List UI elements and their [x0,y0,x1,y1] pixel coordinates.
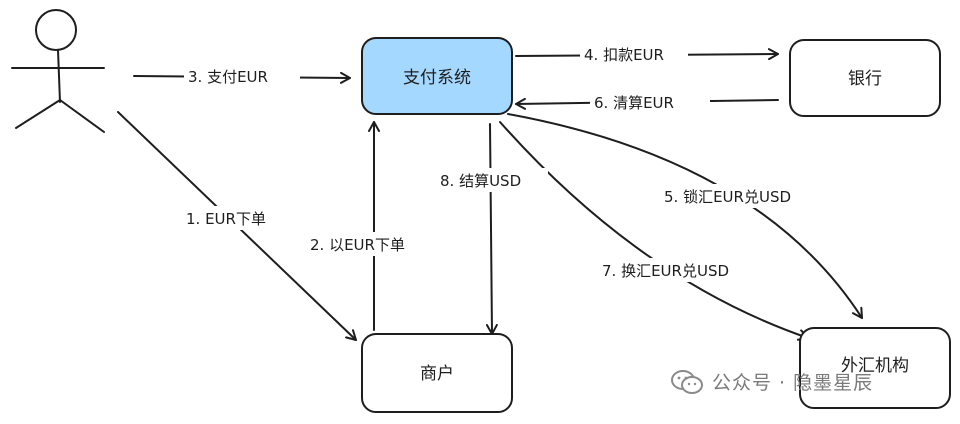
edge-8-path [485,123,498,335]
edge-2-label: 2. 以EUR下单 [310,236,405,254]
edge-4-label: 4. 扣款EUR [584,46,664,64]
edge-7-label: 7. 换汇EUR兑USD [602,262,729,280]
watermark: 公众号 · 隐墨星辰 [670,368,873,395]
customer-actor-icon [11,9,105,133]
edge-8-label: 8. 结算USD [440,172,521,190]
watermark-text: 公众号 · 隐墨星辰 [712,372,874,394]
fx-institution-label: 外汇机构 [841,356,909,376]
wechat-icon [671,369,703,394]
fx-institution-node[interactable]: 外汇机构 [799,327,951,409]
edge-7-path [499,121,809,341]
edge-3-label: 3. 支付EUR [188,68,268,86]
bank-label: 银行 [848,69,882,89]
edge-5-path [507,113,863,319]
payment-system-node[interactable]: 支付系统 [361,37,513,115]
merchant-node[interactable]: 商户 [361,333,513,413]
edge-6-label: 6. 清算EUR [594,94,674,112]
payment-system-label: 支付系统 [403,68,471,88]
edge-1-label: 1. EUR下单 [186,210,266,228]
edge-5-label: 5. 锁汇EUR兑USD [664,188,791,206]
merchant-label: 商户 [420,364,454,384]
bank-node[interactable]: 银行 [789,39,941,117]
